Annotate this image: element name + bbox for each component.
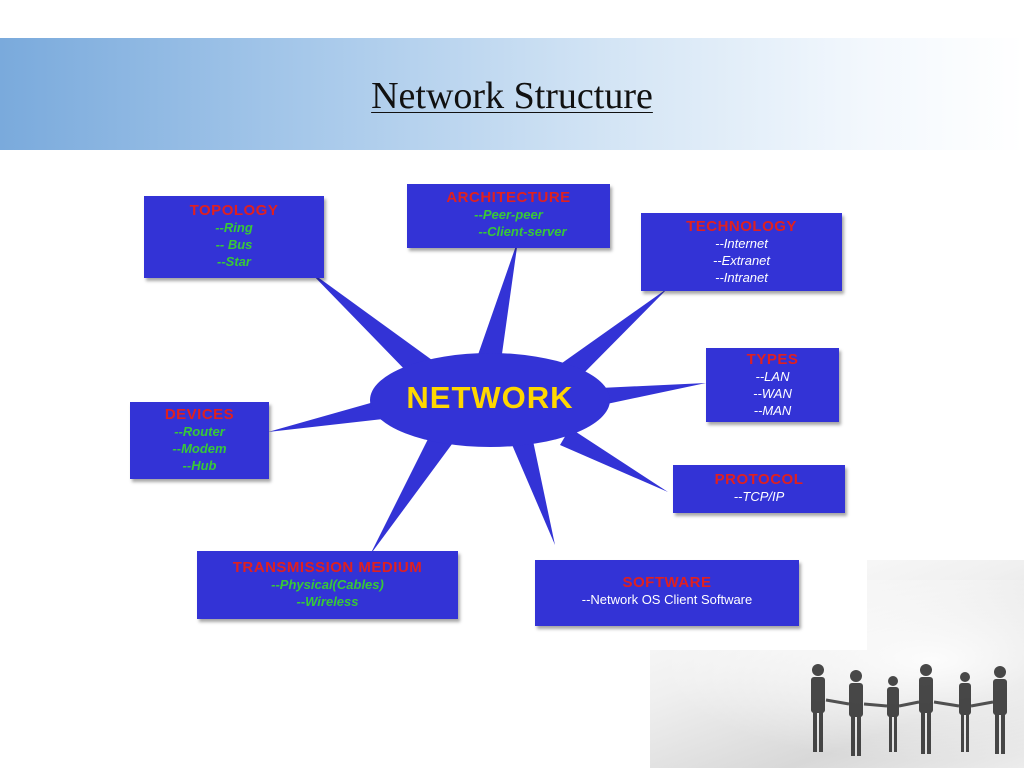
- spoke-topology: [308, 270, 432, 375]
- node-types-item: --MAN: [753, 403, 792, 418]
- node-technology-item: --Internet: [715, 236, 768, 251]
- node-transmission-medium: TRANSMISSION MEDIUM --Physical(Cables) -…: [197, 551, 458, 619]
- node-architecture-item: --Client-server: [478, 224, 567, 239]
- spoke-architecture: [472, 240, 518, 372]
- node-technology-heading: TECHNOLOGY: [686, 218, 797, 235]
- node-protocol: PROTOCOL --TCP/IP: [673, 465, 845, 513]
- node-topology-item: --Ring: [215, 220, 253, 235]
- node-software: SOFTWARE --Network OS Client Software: [535, 560, 799, 626]
- node-transmission-heading: TRANSMISSION MEDIUM: [232, 559, 423, 576]
- node-transmission-item: --Physical(Cables): [271, 577, 384, 592]
- node-topology-item: --Star: [217, 254, 251, 269]
- node-types-item: --LAN: [755, 369, 790, 384]
- title-band: [0, 38, 1024, 150]
- node-devices-heading: DEVICES: [164, 406, 235, 423]
- spoke-software: [510, 436, 555, 545]
- node-architecture: ARCHITECTURE --Peer-peer --Client-server: [407, 184, 610, 248]
- node-types: TYPES --LAN --WAN --MAN: [706, 348, 839, 422]
- node-devices-item: --Modem: [172, 441, 227, 456]
- node-devices-item: --Router: [174, 424, 225, 439]
- node-technology-item: --Intranet: [715, 270, 768, 285]
- node-software-heading: SOFTWARE: [622, 574, 712, 591]
- spoke-devices: [268, 398, 392, 432]
- node-types-item: --WAN: [753, 386, 792, 401]
- node-architecture-item: --Peer-peer: [474, 207, 543, 222]
- network-center-ellipse: [370, 353, 610, 447]
- node-topology: TOPOLOGY --Ring -- Bus --Star: [144, 196, 324, 278]
- node-architecture-heading: ARCHITECTURE: [446, 189, 571, 206]
- node-technology-item: --Extranet: [712, 253, 771, 268]
- node-software-item: --Network OS Client Software: [581, 592, 753, 607]
- node-types-heading: TYPES: [746, 351, 799, 368]
- spoke-types: [600, 383, 706, 405]
- node-protocol-heading: PROTOCOL: [714, 471, 804, 488]
- node-devices: DEVICES --Router --Modem --Hub: [130, 402, 269, 479]
- node-transmission-item: --Wireless: [296, 594, 359, 609]
- spoke-protocol: [560, 428, 668, 492]
- people-icon: [811, 664, 1007, 756]
- node-topology-item: -- Bus: [215, 237, 253, 252]
- spoke-technology: [555, 288, 668, 382]
- node-topology-heading: TOPOLOGY: [189, 202, 279, 219]
- spoke-transmission: [370, 435, 455, 555]
- node-devices-item: --Hub: [182, 458, 217, 473]
- slide-title: Network Structure: [371, 75, 653, 117]
- network-center-label: NETWORK: [406, 380, 574, 415]
- node-protocol-item: --TCP/IP: [733, 489, 785, 504]
- node-technology: TECHNOLOGY --Internet --Extranet --Intra…: [641, 213, 842, 291]
